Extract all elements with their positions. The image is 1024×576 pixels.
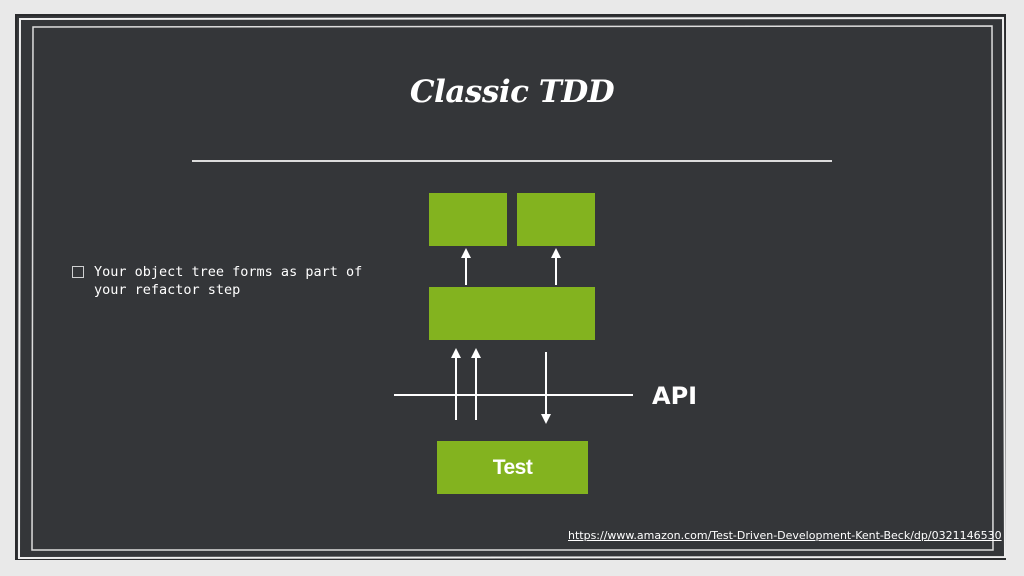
test-box-label: Test [492, 455, 533, 479]
slide-title: Classic TDD [409, 74, 615, 110]
bullet-text: Your object tree forms as part of your r… [94, 264, 363, 298]
reference-link[interactable]: https://www.amazon.com/Test-Driven-Devel… [568, 529, 1002, 542]
bullet-square-icon [72, 266, 84, 278]
top-left-object-box [429, 193, 507, 246]
api-label: API [652, 382, 698, 410]
arrowhead-up-left-top [461, 248, 471, 258]
arrowhead-up-right-top [551, 248, 561, 258]
top-right-object-box [517, 193, 595, 246]
bullet-item: Your object tree forms as part of your r… [72, 263, 372, 299]
arrowhead-down [541, 414, 551, 424]
arrowhead-up-test-2 [471, 348, 481, 358]
test-box [437, 441, 588, 494]
middle-object-box [429, 287, 595, 340]
arrowhead-up-test-1 [451, 348, 461, 358]
